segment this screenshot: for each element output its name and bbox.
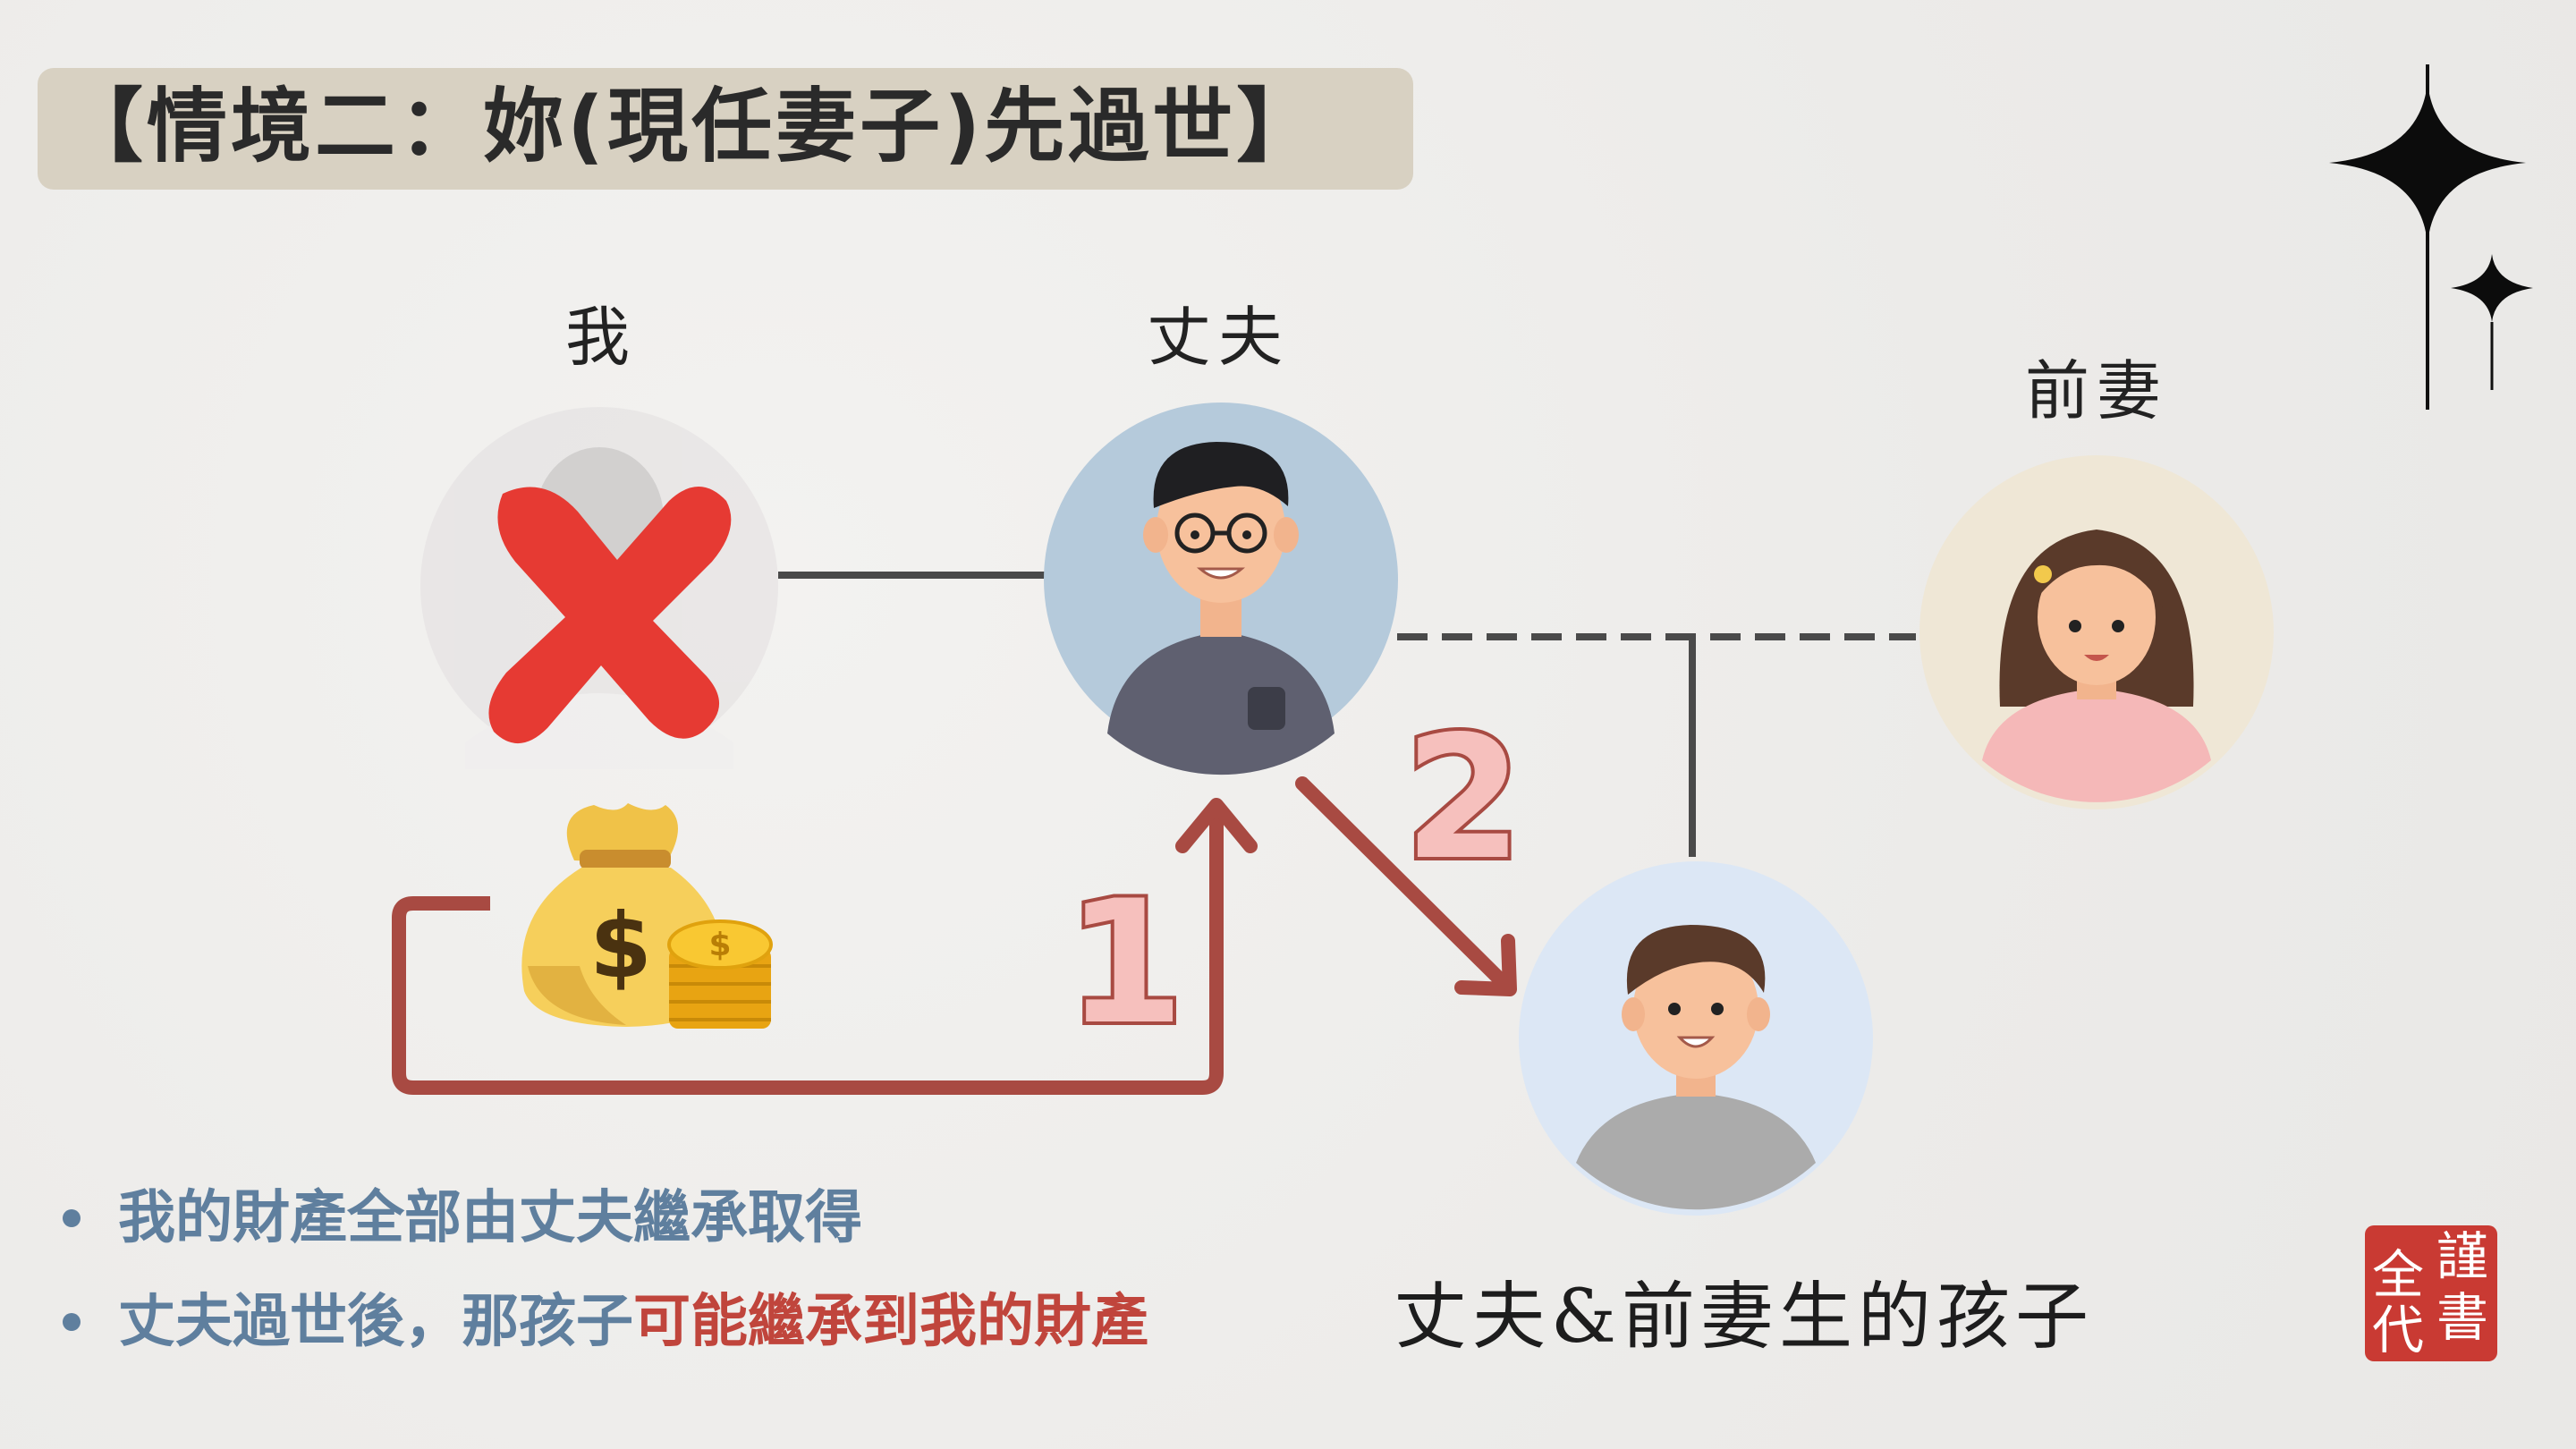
bullet-dot	[63, 1209, 80, 1227]
child-avatar	[1519, 861, 1873, 1216]
bullet-item-2: 丈夫過世後，那孩子可能繼承到我的財產	[55, 1277, 1148, 1367]
seal-stamp-logo: 全 謹 代 書	[2365, 1225, 2497, 1361]
coin-stack-icon: $	[667, 919, 773, 1029]
inheritance-arrow-2	[1295, 776, 1512, 991]
label-husband: 丈夫	[1147, 300, 1291, 375]
step-number-2: 2	[1404, 699, 1522, 897]
svg-text:$: $	[708, 927, 731, 963]
page-title: 【情境二：妳(現任妻子)先過世】	[63, 80, 1321, 174]
step-number-1: 1	[1066, 864, 1184, 1062]
label-me: 我	[565, 300, 638, 375]
summary-bullets: 我的財產全部由丈夫繼承取得 丈夫過世後，那孩子可能繼承到我的財產	[55, 1174, 1148, 1367]
ex-wife-avatar	[1919, 455, 2274, 809]
bullet-text-1: 我的財產全部由丈夫繼承取得	[118, 1185, 862, 1251]
label-child: 丈夫&前妻生的孩子	[1394, 1275, 2094, 1360]
inheritance-arrow-1	[392, 814, 1224, 1095]
husband-avatar	[1044, 402, 1398, 775]
title-banner	[38, 68, 1413, 190]
bullet-dot	[63, 1313, 80, 1331]
sparkle-icon	[2329, 64, 2533, 410]
bullet-text-2: 丈夫過世後，那孩子	[118, 1289, 633, 1355]
bullet-item-1: 我的財產全部由丈夫繼承取得	[55, 1174, 1148, 1263]
label-ex-wife: 前妻	[2025, 353, 2169, 428]
cross-icon	[488, 487, 732, 744]
svg-text:$: $	[589, 894, 652, 998]
arrow-2-head	[1454, 934, 1517, 996]
bullet-highlight: 可能繼承到我的財產	[633, 1289, 1148, 1355]
arrow-1-head	[1175, 798, 1258, 853]
money-bag-icon: dollar-sign $	[521, 803, 724, 1027]
